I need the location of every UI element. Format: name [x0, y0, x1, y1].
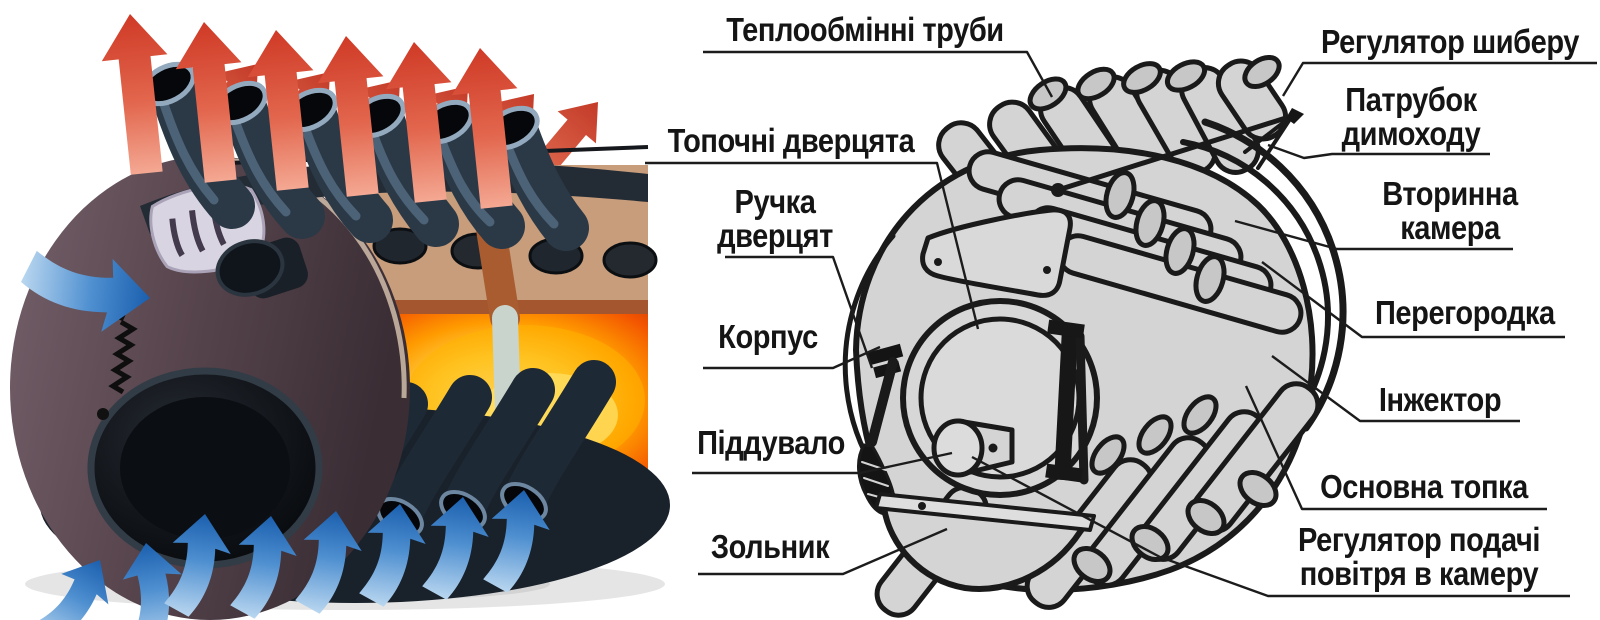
label-damper-regulator: Регулятор шиберу [1320, 23, 1580, 60]
leader-damper-regulator [1281, 61, 1597, 97]
outline-top-plate [920, 207, 1073, 298]
leader-ash-pit [692, 451, 953, 475]
label-injector: Інжектор [1378, 381, 1502, 418]
outline-tube-band [966, 149, 1304, 335]
label-ash-pan: Зольник [710, 528, 830, 565]
leader-main-firebox [1244, 385, 1547, 511]
label-firebox-door: Топочні дверцята [667, 122, 915, 159]
leader-air-supply-regulator [971, 455, 1570, 598]
outline-ash-pan [874, 492, 1096, 592]
leader-secondary-chamber [1234, 219, 1513, 251]
stove-cutaway-render [10, 10, 670, 620]
leader-chimney-pipe [1267, 143, 1490, 160]
outline-air-port [931, 418, 1015, 478]
stove-outline-drawing [842, 54, 1347, 618]
air-intake-port [215, 237, 308, 299]
door-hinge-bar [1054, 329, 1078, 481]
leader-firebox-door [645, 161, 980, 330]
outline-damper-rod [1051, 108, 1304, 197]
leader-body [703, 345, 881, 370]
outline-bottom-tubes [874, 381, 1321, 618]
label-partition: Перегородка [1375, 294, 1555, 331]
label-body: Корпус [718, 318, 818, 355]
label-main-firebox: Основна топка [1320, 468, 1528, 505]
label-ash-pit: Піддувало [697, 424, 845, 461]
leader-ash-pan [698, 527, 948, 576]
chimney-outlet [1242, 54, 1282, 90]
leader-lines [645, 50, 1597, 598]
chimney-stub [1215, 58, 1289, 142]
label-heat-exchange-tubes: Теплообмінні труби [726, 11, 1004, 48]
leader-partition [1261, 261, 1565, 339]
leader-injector [1271, 355, 1520, 423]
leader-heat-exchange-tubes [703, 50, 1054, 98]
leader-door-handle [725, 255, 874, 369]
